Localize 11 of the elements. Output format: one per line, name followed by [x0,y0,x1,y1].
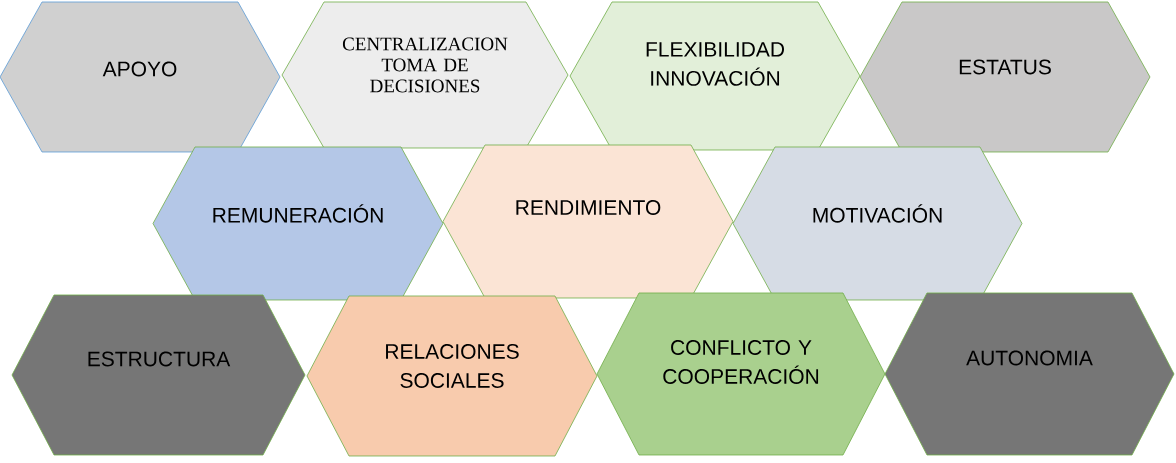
hexagon-box: FLEXIBILIDAD INNOVACIÓN [569,1,861,151]
hexagon-box: MOTIVACIÓN [732,146,1023,301]
hexagon-box: RELACIONES SOCIALES [306,295,598,457]
hexagon-box: ESTRUCTURA [11,294,306,456]
hexagon-box: APOYO [0,1,281,153]
hexagon-box: ESTATUS [859,1,1151,153]
hexagon-box: CONFLICTO Y COOPERACIÓN [596,292,886,456]
hexagon-box: AUTONOMIA [884,292,1175,456]
hexagon-box: CENTRALIZACION TOMA DE DECISIONES [281,1,569,149]
hexagon-box: REMUNERACIÓN [152,146,444,301]
hexagon-box: RENDIMIENTO [442,144,734,299]
